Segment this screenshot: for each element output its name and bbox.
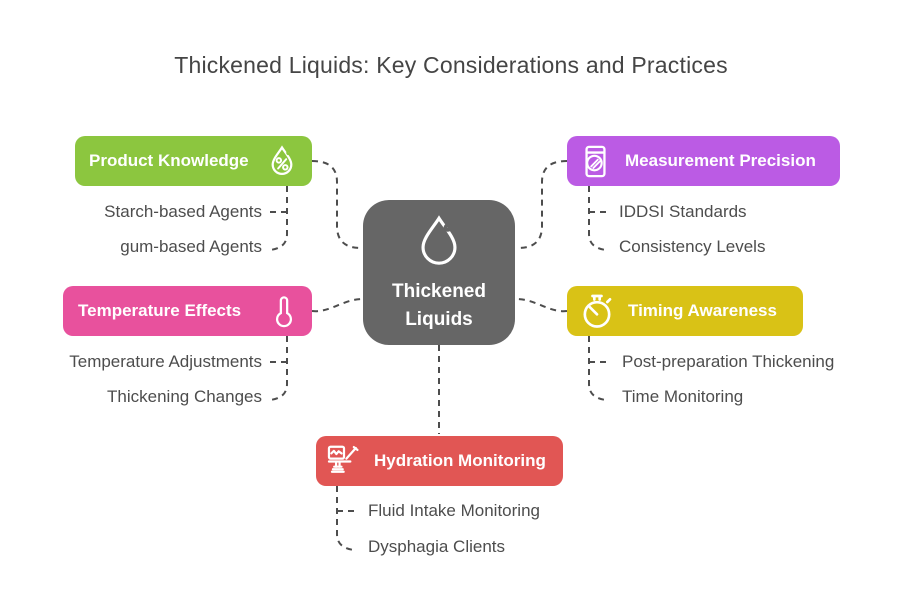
branch-label: Timing Awareness [628,301,777,320]
branch-label: Temperature Effects [78,301,242,320]
sub-item: Thickening Changes [107,387,262,406]
sub-item: Dysphagia Clients [368,537,506,556]
branch-node-product-knowledge: Product Knowledge [75,136,312,186]
stopwatch-icon [577,291,617,331]
sub-item: Temperature Adjustments [69,352,262,371]
branch-node-temperature-effects: Temperature Effects [63,286,312,336]
sub-item: Starch-based Agents [104,202,262,221]
branch-node-hydration-monitoring: Hydration Monitoring [316,436,563,486]
branch-node-measurement-precision: Measurement Precision [567,136,840,186]
branch-label: Measurement Precision [625,151,816,170]
sub-item: Consistency Levels [619,237,766,256]
connector-temperature-center [311,298,364,313]
sub-item: Fluid Intake Monitoring [368,501,540,520]
branch-label: Product Knowledge [89,151,249,170]
monitoring-station-icon [325,442,363,480]
connector-product-subs [266,186,288,251]
sub-item: Time Monitoring [622,387,744,406]
connector-temperature-subs [266,336,288,401]
connector-hydration-subs [336,486,359,551]
connector-timing-subs [588,336,610,401]
thermometer-icon [266,293,302,329]
kitchen-scale-icon [577,143,614,180]
sub-item: Post-preparation Thickening [622,352,835,371]
center-node-thickened-liquids: Thickened Liquids [363,200,515,345]
diagram-title: Thickened Liquids: Key Considerations an… [174,52,728,78]
center-label-line1: Thickened [392,281,486,302]
connector-product-center [311,160,362,249]
connector-timing-center [515,298,568,313]
branch-label: Hydration Monitoring [374,451,546,470]
sub-item: IDDSI Standards [619,202,747,221]
water-drop-icon [410,211,468,274]
sub-item: gum-based Agents [120,237,262,256]
droplet-percent-icon [264,143,300,179]
branch-node-timing-awareness: Timing Awareness [567,286,803,336]
connector-measurement-center [517,160,568,249]
center-label-line2: Liquids [405,309,473,330]
connector-measurement-subs [588,186,610,251]
